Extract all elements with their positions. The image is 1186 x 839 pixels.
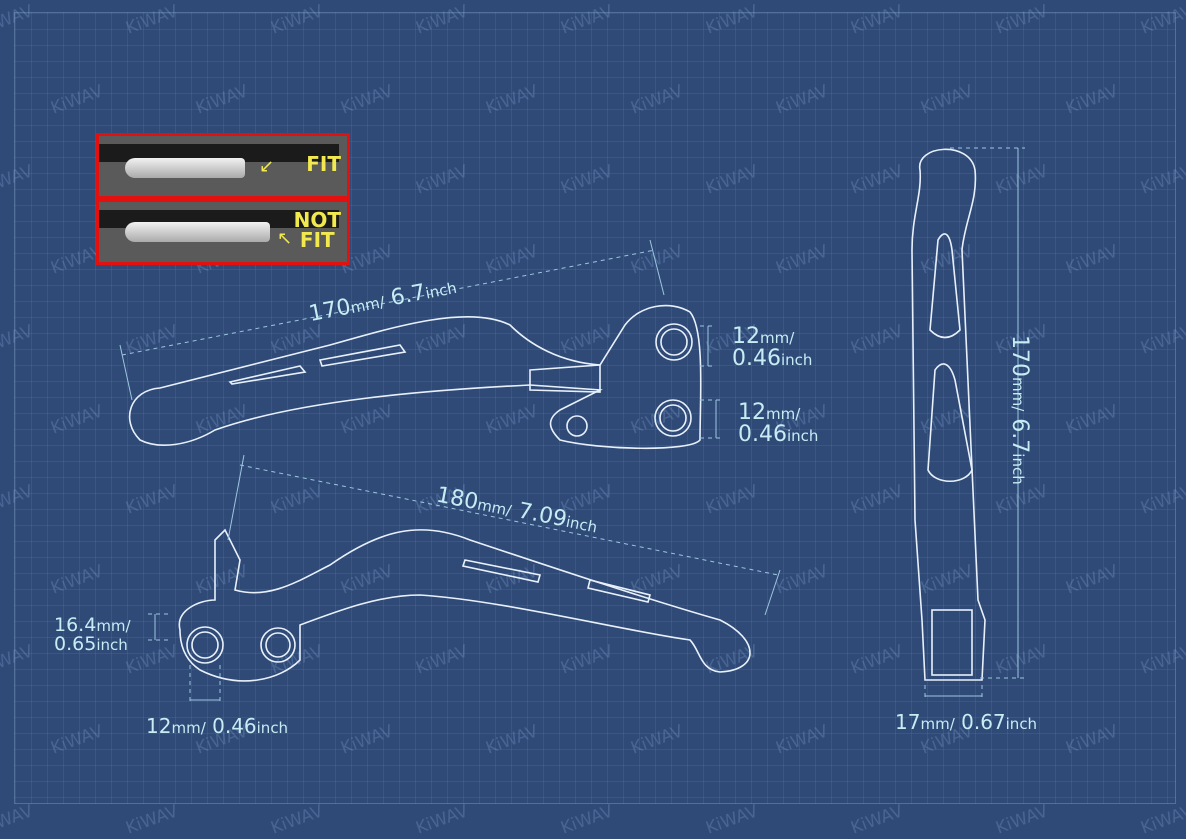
- side-length-label: 170mm/ 6.7inch: [1007, 335, 1032, 485]
- lever-drawings: [119, 147, 1025, 705]
- fit-label: FIT: [306, 152, 341, 176]
- side-lever-outline: [911, 148, 986, 681]
- arrow-icon: ↙: [259, 156, 275, 177]
- side-width-label: 17mm/ 0.67inch: [895, 710, 1038, 734]
- bottom-hole-label: 12mm/ 0.46inch: [146, 714, 289, 738]
- top-lever-outline: [128, 304, 702, 450]
- fit-example-photo: ↙ FIT: [96, 133, 350, 199]
- top-hole1-label: 12mm/0.46inch: [732, 324, 813, 371]
- bottom-lever-outline: [178, 528, 751, 682]
- arrow-icon: ↖: [277, 228, 293, 249]
- top-dimension-lines: [121, 249, 720, 439]
- not-label: NOT: [293, 208, 341, 232]
- bottom-offset-label: 16.4mm/0.65inch: [54, 614, 131, 655]
- fit-label-2: FIT: [299, 228, 335, 252]
- top-hole2-label: 12mm/0.46inch: [738, 400, 819, 447]
